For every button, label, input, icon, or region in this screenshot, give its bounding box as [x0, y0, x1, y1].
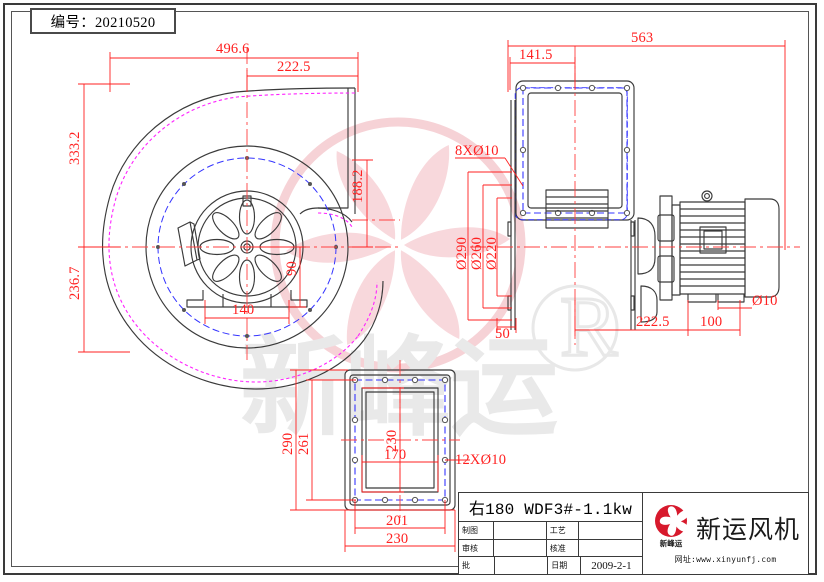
dim-flange-diameters	[467, 171, 512, 321]
housing-overlay-outline	[108, 92, 378, 383]
cell-value-authorize[interactable]	[495, 557, 549, 575]
dim-height-below-axis	[78, 247, 130, 353]
dim-text-100: 100	[700, 314, 722, 330]
dim-inlet-width	[509, 57, 576, 90]
dim-text-d290: Ø290	[454, 237, 470, 270]
dim-flange-thickness	[496, 318, 517, 333]
dim-opening-width	[361, 455, 439, 492]
title-block: 右180 WDF3#-1.1kw 制图 工艺 审核 核准 批 日期	[458, 492, 809, 575]
dim-text-188-2: 188.2	[350, 169, 366, 203]
cell-label-process: 工艺	[547, 522, 579, 539]
dim-text-50: 50	[495, 326, 510, 342]
fan-watermark-icon	[270, 117, 526, 373]
dim-text-563: 563	[631, 30, 653, 46]
title-block-left: 右180 WDF3#-1.1kw 制图 工艺 审核 核准 批 日期	[459, 493, 643, 575]
dim-text-230h: 230	[384, 430, 400, 452]
logo-subtext: 新峰运	[659, 538, 683, 548]
dim-text-d220: Ø220	[484, 237, 500, 270]
dim-flange-width	[344, 510, 456, 552]
drawing-code-box: 编号：20210520	[30, 8, 176, 34]
dimension-texts: 496.6 222.5 333.2 188.2 236.7 140 90 563…	[67, 30, 778, 547]
cell-label-date: 日期	[548, 557, 581, 575]
dim-text-201: 201	[386, 513, 408, 529]
scroll-housing-front-view	[101, 87, 384, 390]
logo-fan-icon	[659, 505, 688, 536]
cell-value-process[interactable]	[579, 522, 642, 539]
svg-text:运: 运	[450, 326, 558, 451]
dim-motor-base	[574, 300, 752, 336]
cell-value-approve[interactable]	[579, 540, 642, 557]
brand-row: 新峰运 新运风机	[651, 504, 800, 551]
dim-text-222-5: 222.5	[277, 59, 311, 75]
dim-bolt-width	[354, 500, 446, 534]
dim-text-141-5: 141.5	[519, 47, 553, 63]
dim-foot-span	[204, 300, 290, 324]
dim-text-261: 261	[296, 433, 312, 455]
cell-label-approve: 核准	[547, 539, 579, 557]
rear-bell-plate	[637, 217, 658, 323]
dim-foot-height	[247, 246, 306, 308]
sheet-border-outer	[3, 3, 817, 575]
dim-text-496-6: 496.6	[216, 41, 250, 57]
dim-flange-height	[290, 369, 455, 511]
dim-text-230w: 230	[386, 531, 408, 547]
company-logo: 新峰运	[651, 504, 691, 551]
dim-text-90: 90	[284, 261, 300, 276]
cell-label-review: 审核	[459, 539, 494, 557]
cell-label-authorize: 批	[459, 557, 495, 575]
company-name: 新运风机	[695, 514, 800, 544]
dim-text-140: 140	[232, 302, 254, 318]
dim-text-d260: Ø260	[469, 237, 485, 270]
dim-height-above-axis	[78, 83, 130, 248]
motor-junction-box	[657, 214, 675, 283]
dim-inlet-bolt-leader	[455, 157, 524, 187]
dim-text-d10: Ø10	[752, 293, 778, 309]
dim-outlet-offset	[246, 70, 359, 92]
housing-side-walls	[507, 100, 636, 330]
company-website: 网址:www.xinyunfj.com	[674, 554, 777, 564]
outlet-bolt-holes	[351, 376, 449, 504]
dim-text-12x10: 12XØ10	[455, 452, 506, 468]
dim-outlet-height	[352, 159, 373, 248]
shaft-key	[242, 195, 252, 207]
title-block-grid: 制图 工艺 审核 核准 批 日期 2009-2-1	[459, 522, 642, 575]
dim-text-290: 290	[280, 433, 296, 455]
inlet-louvre	[545, 189, 609, 229]
dim-text-333-2: 333.2	[67, 131, 83, 165]
centre-lines	[78, 46, 800, 520]
cell-label-drafter: 制图	[459, 522, 494, 539]
dim-overall-length	[507, 40, 786, 250]
registered-watermark: R	[560, 278, 618, 374]
sheet-border-inner	[11, 11, 809, 567]
dim-opening-height	[362, 387, 404, 493]
cell-value-date: 2009-2-1	[591, 559, 632, 572]
drawing-title: 右180 WDF3#-1.1kw	[459, 493, 642, 522]
dim-text-236-7: 236.7	[67, 266, 83, 300]
motor-side-view	[659, 190, 780, 303]
cell-value-review[interactable]	[494, 539, 547, 557]
cell-value-drafter[interactable]	[494, 522, 547, 539]
dim-text-222-5b: 222.5	[636, 314, 670, 330]
dim-text-8x10: 8XØ10	[455, 143, 499, 159]
title-block-row: 制图 工艺	[459, 522, 642, 540]
title-block-row-bottom: 批 日期 2009-2-1	[459, 557, 642, 575]
dim-overall-width	[109, 52, 359, 92]
title-block-row: 审核 核准	[459, 539, 642, 558]
company-block: 新峰运 新运风机 网址:www.xinyunfj.com	[643, 493, 808, 574]
inlet-bolt-holes	[519, 84, 631, 217]
dim-text-170: 170	[384, 447, 406, 463]
dim-bolt-height	[306, 379, 356, 501]
